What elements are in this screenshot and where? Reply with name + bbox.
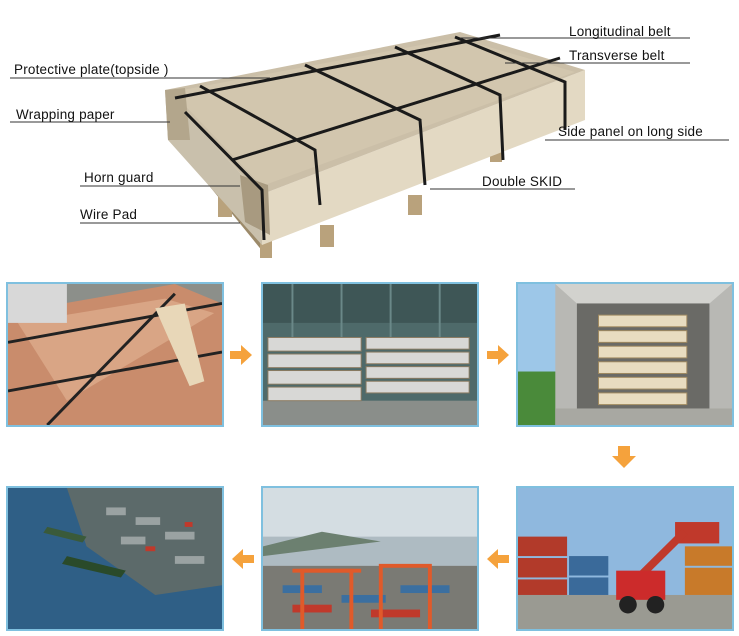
wire-pad-label: Wire Pad (80, 207, 138, 222)
side-panel-label: Side panel on long side (558, 124, 703, 139)
arrow-left-icon (232, 549, 254, 569)
photo-container (516, 282, 734, 427)
photo-warehouse-stacks (261, 282, 479, 427)
longitudinal-belt-label: Longitudinal belt (569, 24, 671, 39)
horn-guard-label: Horn guard (84, 170, 154, 185)
double-skid-label: Double SKID (482, 174, 563, 189)
photo-harbor-aerial (6, 486, 224, 631)
arrow-right-icon (487, 345, 509, 365)
photo-reach-stacker (516, 486, 734, 631)
transverse-belt-label: Transverse belt (569, 48, 665, 63)
arrow-down-icon (612, 446, 636, 468)
photo-port-cranes (261, 486, 479, 631)
wrapping-paper-label: Wrapping paper (16, 107, 115, 122)
arrow-right-icon (230, 345, 252, 365)
arrow-left-icon (487, 549, 509, 569)
package-illustration (10, 32, 729, 258)
protective-plate-label: Protective plate(topside ) (14, 62, 169, 77)
photo-strapped-plates (6, 282, 224, 427)
